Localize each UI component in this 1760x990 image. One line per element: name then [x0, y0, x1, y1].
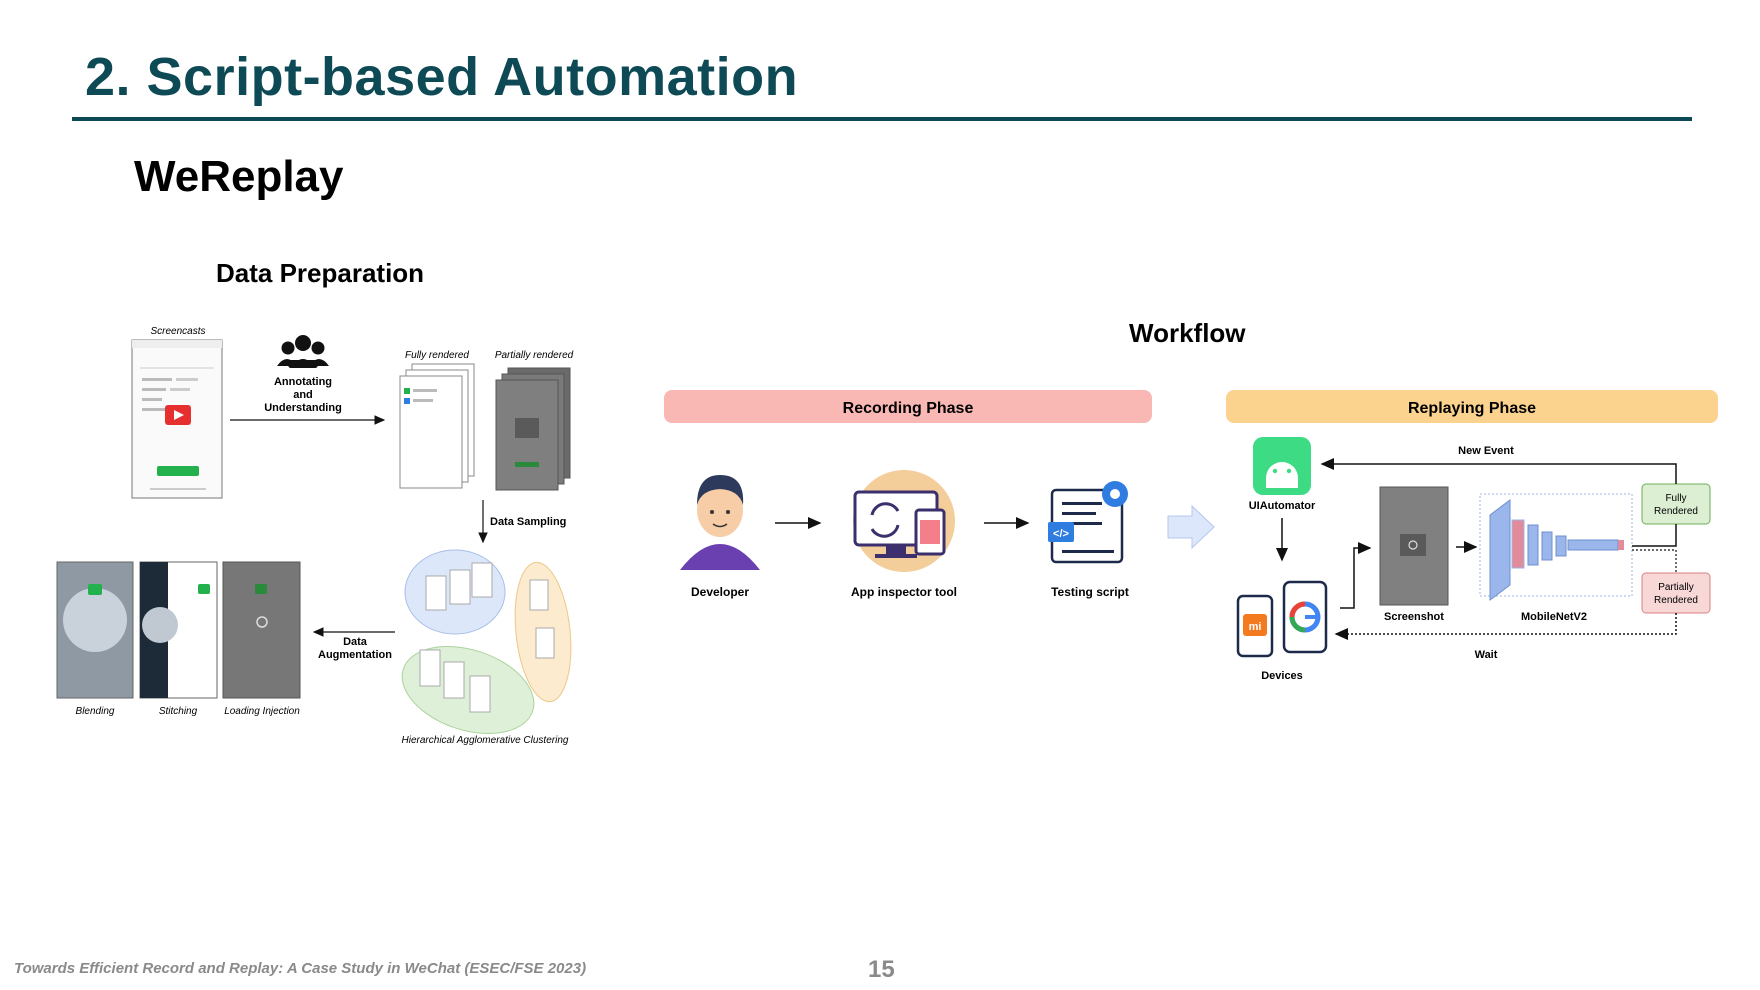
fully-rendered-text-2: Rendered	[1654, 506, 1698, 517]
devices-label: Devices	[1261, 670, 1303, 682]
page-number: 15	[868, 956, 895, 983]
screencast-phone	[131, 339, 223, 499]
data-augmentation-label-2: Augmentation	[318, 649, 392, 661]
stitching-label: Stitching	[159, 706, 198, 717]
annotating-label-3: Understanding	[264, 402, 342, 414]
new-event-arrow	[1320, 458, 1677, 484]
fully-rendered-text-1: Fully	[1665, 493, 1686, 504]
developer-label: Developer	[691, 585, 749, 599]
recording-phase-bar	[664, 390, 1152, 423]
workflow-heading: Workflow	[1129, 318, 1246, 348]
wait-label: Wait	[1475, 649, 1498, 661]
blending-label: Blending	[76, 706, 115, 717]
mobilenet-network	[1479, 493, 1633, 601]
title-underline	[72, 117, 1692, 121]
testing-script-icon: </>	[1048, 481, 1128, 564]
screencasts-label: Screencasts	[150, 326, 205, 337]
fully-rendered-label: Fully rendered	[405, 350, 469, 361]
mobilenet-label: MobileNetV2	[1521, 611, 1587, 623]
replaying-phase-label: Replaying Phase	[1408, 400, 1536, 417]
cluster-ellipses	[401, 549, 572, 734]
slide-title: 2. Script-based Automation	[85, 47, 799, 107]
annotating-label-2: and	[293, 389, 313, 401]
fully-rendered-stack	[399, 363, 475, 489]
device-to-screenshot-arrow	[1340, 542, 1372, 609]
new-event-label: New Event	[1458, 445, 1514, 457]
loading-injection-label: Loading Injection	[224, 706, 300, 717]
testing-script-label: Testing script	[1051, 585, 1129, 599]
svg-text:mi: mi	[1249, 621, 1262, 633]
slide-subtitle: WeReplay	[134, 152, 344, 201]
partially-rendered-text-2: Rendered	[1654, 595, 1698, 606]
screenshot-phone	[1379, 486, 1449, 606]
partially-rendered-box	[1641, 572, 1711, 614]
android-icon	[1253, 437, 1311, 495]
xiaomi-phone-icon: mi	[1236, 594, 1274, 658]
annotating-label-1: Annotating	[274, 376, 332, 388]
app-inspector-icon	[853, 470, 955, 572]
augment-stitching	[139, 561, 218, 699]
uiautomator-label: UIAutomator	[1249, 500, 1316, 512]
augment-blending	[56, 561, 134, 699]
app-inspector-label: App inspector tool	[851, 585, 957, 599]
data-sampling-label: Data Sampling	[490, 516, 566, 528]
developer-icon	[680, 475, 760, 570]
augment-loading-injection	[222, 561, 301, 699]
fully-rendered-box	[1641, 483, 1711, 525]
partially-rendered-label: Partially rendered	[495, 350, 574, 361]
replaying-phase-bar	[1226, 390, 1718, 423]
data-augmentation-label-1: Data	[343, 636, 368, 648]
google-phone-icon	[1282, 580, 1328, 654]
recording-phase-label: Recording Phase	[843, 400, 974, 417]
footer-citation: Towards Efficient Record and Replay: A C…	[14, 960, 587, 977]
screenshot-label: Screenshot	[1384, 611, 1444, 623]
phase-transition-arrow	[1167, 504, 1215, 550]
net-to-fully-connector	[1632, 524, 1677, 547]
net-to-partial-connector	[1632, 549, 1677, 573]
people-icon	[277, 335, 329, 368]
partially-rendered-text-1: Partially	[1658, 582, 1694, 593]
data-preparation-heading: Data Preparation	[216, 258, 425, 288]
clustering-label: Hierarchical Agglomerative Clustering	[402, 735, 569, 746]
wait-arrow	[1334, 613, 1677, 640]
svg-text:</>: </>	[1053, 528, 1069, 540]
partially-rendered-stack	[495, 367, 571, 491]
